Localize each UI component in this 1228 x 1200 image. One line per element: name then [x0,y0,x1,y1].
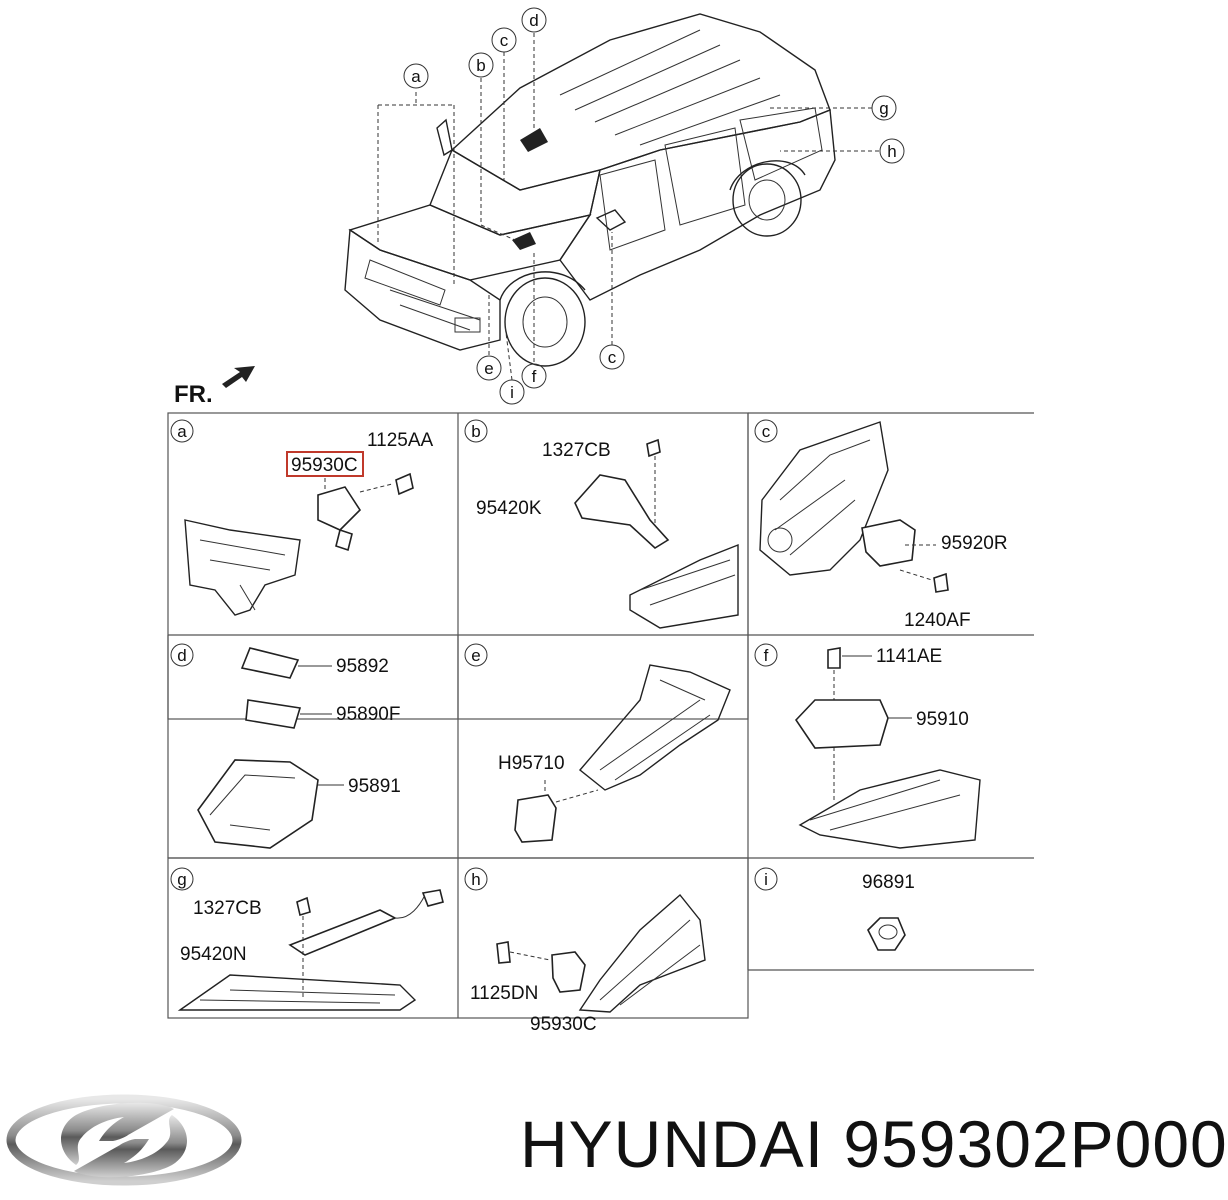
svg-text:b: b [471,422,480,441]
callout-e: e [476,355,502,381]
floor-panel-icon [177,974,417,1011]
front-member-icon [184,519,301,616]
part-label-95892: 95892 [336,656,389,677]
callout-b: b [468,52,494,78]
connector-icon [421,889,444,907]
part-label-1327CB: 1327CB [542,440,611,461]
svg-text:b: b [476,56,485,75]
svg-text:f: f [764,646,769,665]
part-label-H95710: H95710 [498,753,565,774]
part-label-1240AF: 1240AF [904,610,971,631]
svg-text:c: c [608,348,617,367]
svg-text:d: d [529,11,538,30]
parts-diagram: a b c d g h c e i f FR. a 1125AA 95930 [167,7,1034,1035]
screw-icon [933,572,949,593]
svg-text:h: h [471,870,480,889]
callout-g: g [871,95,897,121]
panel-c: c 95920R 1240AF [754,419,1008,631]
part-label-95920R: 95920R [941,533,1008,554]
svg-text:c: c [500,31,509,50]
rear-body-panel-icon [578,893,706,1013]
part-label-95891: 95891 [348,776,401,797]
panel-a: a 1125AA 95930C [170,419,434,616]
part-label-95930C-highlighted: 95930C [291,455,358,476]
overview-leaders [377,33,879,381]
svg-text:i: i [764,870,768,889]
bolt-icon [827,647,841,669]
svg-text:g: g [177,870,186,889]
part-label-1141AE: 1141AE [876,646,942,667]
part-label-95930C-h: 95930C [530,1014,597,1035]
bracket-icon [574,474,670,549]
bracket-icon [288,909,397,956]
part-label-95910: 95910 [916,709,969,730]
sensor-icon [514,794,557,843]
callout-a: a [403,63,429,89]
bracket-icon [240,647,300,679]
svg-text:e: e [471,646,480,665]
svg-text:h: h [887,142,896,161]
svg-text:FR.: FR. [174,381,213,408]
brand-part-number-title: HYUNDAI 959302P000 [520,1106,1228,1182]
sensor-icon [551,951,586,993]
part-label-1327CB-g: 1327CB [193,898,262,919]
svg-text:c: c [762,422,771,441]
callout-h: h [879,138,905,164]
brand-name: HYUNDAI [520,1107,825,1181]
callout-d: d [521,7,547,33]
door-panel-icon [759,421,889,576]
panel-h: h 1125DN 95930C [464,867,706,1035]
callout-c-lower: c [599,344,625,370]
sensor-icon [867,917,906,951]
svg-text:a: a [411,67,421,86]
module-icon [245,699,302,729]
callout-i: i [499,379,525,405]
svg-text:d: d [177,646,186,665]
cover-icon [197,759,319,849]
callout-f: f [521,363,547,389]
bolt-icon [496,941,511,964]
wheel-house-icon [578,664,731,791]
bolt-icon [395,472,414,496]
callout-c: c [491,27,517,53]
panel-d: d 95892 95890F 95891 [170,643,401,849]
front-direction-indicator: FR. [174,366,255,408]
panel-b: b 1327CB 95420K [464,419,739,629]
part-label-1125AA: 1125AA [367,430,434,451]
hyundai-logo-icon [6,1094,242,1190]
svg-text:i: i [510,383,514,402]
svg-text:g: g [879,99,888,118]
part-label-95420N: 95420N [180,944,247,965]
sensor-icon [317,486,362,531]
panel-a-letter: a [177,422,187,441]
vehicle-overview [344,13,836,367]
panel-f: f 1141AE 95910 [754,643,981,849]
highlight-box [286,451,364,477]
nut-icon [646,438,661,458]
svg-text:e: e [484,359,493,378]
overview-callouts: a b c d g h c e i f [403,7,905,405]
sensor-icon [861,519,916,567]
nut-icon [296,896,311,917]
part-label-1125DN: 1125DN [470,983,538,1004]
part-label-95890F: 95890F [336,704,400,725]
part-label-96891: 96891 [862,872,915,893]
panel-e: e H95710 [464,643,731,843]
part-label-95420K: 95420K [476,498,542,519]
panel-g: g 1327CB 95420N [170,867,444,1011]
panel-i: i 96891 [754,867,915,951]
part-number: 959302P000 [843,1107,1228,1181]
detail-grid [167,412,1034,1019]
svg-text:f: f [532,367,537,386]
front-arrow-icon [222,366,255,388]
control-unit-icon [794,699,889,749]
